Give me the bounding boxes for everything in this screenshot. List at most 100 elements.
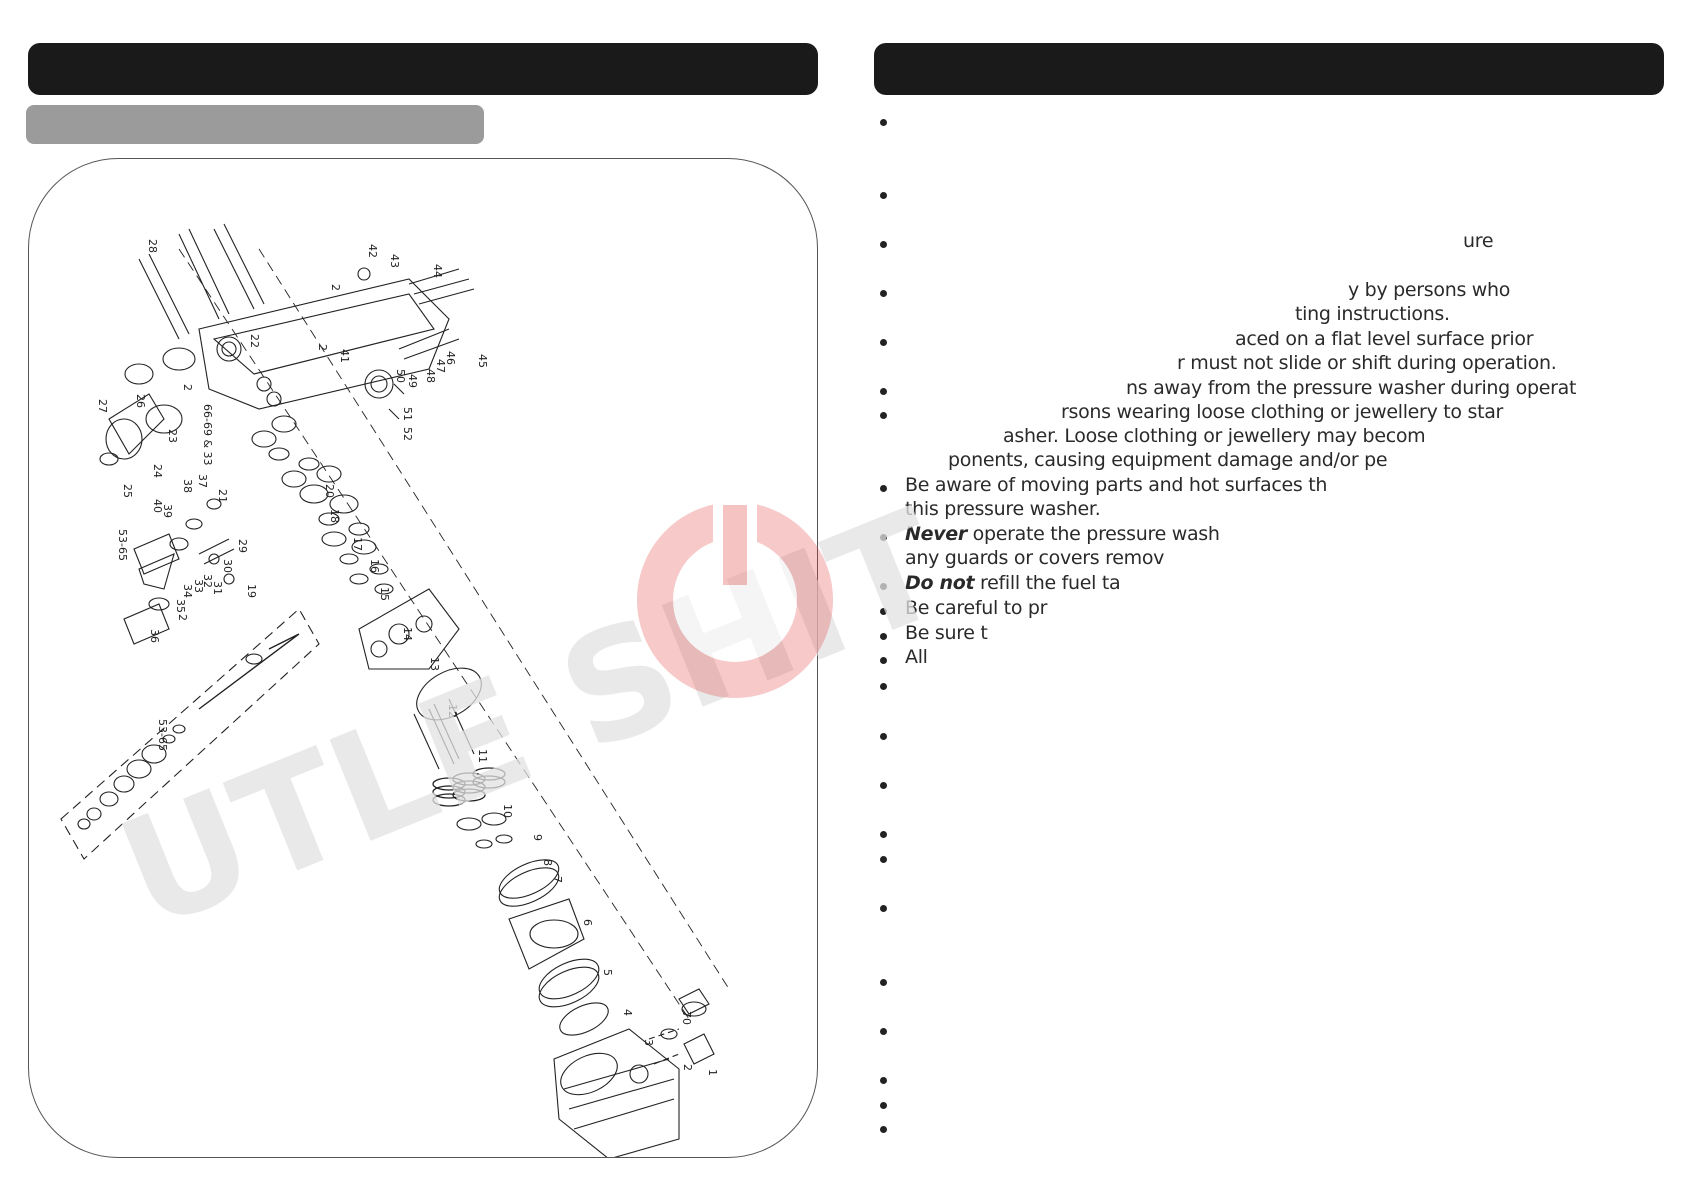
part-label-11: 11	[476, 749, 489, 763]
bullet	[880, 905, 887, 912]
bullet	[880, 534, 887, 541]
part-label-23: 23	[166, 429, 179, 443]
part-label-53-65-inset: 53-65	[156, 719, 169, 751]
part-label-29: 29	[236, 539, 249, 553]
text-line: aced on a flat level surface prior	[1235, 328, 1534, 350]
part-label-7: 7	[551, 876, 564, 883]
bullet	[880, 241, 887, 248]
text-line: ting instructions.	[1295, 303, 1450, 325]
part-label-51: 51	[401, 407, 414, 421]
bullet	[880, 782, 887, 789]
part-label-49: 49	[406, 374, 419, 388]
part-label-2-mid: 2	[316, 344, 329, 351]
bullet	[880, 1028, 887, 1035]
text-line: ns away from the pressure washer during …	[1126, 377, 1577, 399]
text-line: ure	[1463, 230, 1494, 252]
bullet	[880, 119, 887, 126]
text-line: this pressure washer.	[905, 498, 1101, 520]
text-line: asher. Loose clothing or jewellery may b…	[1003, 425, 1426, 447]
part-label-34: 34	[181, 584, 194, 598]
part-label-19: 19	[245, 584, 258, 598]
text-line: any guards or covers remov	[905, 547, 1165, 569]
part-label-66-69: 66-69 & 33	[201, 404, 214, 466]
bullet	[880, 608, 887, 615]
part-label-26: 26	[134, 394, 147, 408]
part-label-42: 42	[366, 244, 379, 258]
part-label-50: 50	[394, 369, 407, 383]
bullet	[880, 583, 887, 590]
text-line: rsons wearing loose clothing or jeweller…	[1061, 401, 1504, 423]
emphasis-do-not: Do not	[905, 572, 975, 594]
part-label-52: 52	[401, 427, 414, 441]
part-label-33: 33	[192, 579, 205, 593]
text-line-donot: Do not refill the fuel ta	[905, 572, 1121, 594]
bullet	[880, 831, 887, 838]
part-label-2-top: 2	[329, 284, 342, 291]
part-label-46: 46	[444, 351, 457, 365]
part-label-2-low: 2	[176, 614, 189, 621]
text-line: Be sure t	[905, 622, 988, 644]
part-label-22: 22	[248, 334, 261, 348]
bullet	[880, 412, 887, 419]
exploded-parts-diagram: 70 1 2 3 4 5 6 7 8 9 10 11 12 13 14 15 1…	[28, 158, 818, 1158]
part-label-2-left: 2	[181, 384, 194, 391]
bullet	[880, 979, 887, 986]
bullet	[880, 485, 887, 492]
part-label-10: 10	[501, 804, 514, 818]
bullet	[880, 1102, 887, 1109]
part-label-6: 6	[581, 919, 594, 926]
part-label-24: 24	[151, 464, 164, 478]
part-label-5: 5	[601, 969, 614, 976]
part-label-14: 14	[401, 627, 414, 641]
bullet	[880, 657, 887, 664]
part-label-13: 13	[428, 657, 441, 671]
part-label-47: 47	[434, 359, 447, 373]
left-header-bar	[28, 43, 818, 95]
part-label-35: 35	[174, 599, 187, 613]
part-label-8: 8	[541, 859, 554, 866]
part-label-43: 43	[388, 254, 401, 268]
part-label-30: 30	[221, 559, 234, 573]
bullet	[880, 192, 887, 199]
text-line: r must not slide or shift during operati…	[1177, 352, 1557, 374]
part-label-15: 15	[378, 587, 391, 601]
part-label-31: 31	[211, 581, 224, 595]
part-label-2: 2	[681, 1064, 694, 1071]
emphasis-never: Never	[905, 523, 967, 545]
text-donot-rest: refill the fuel ta	[974, 572, 1121, 594]
part-label-37: 37	[196, 474, 209, 488]
part-label-45: 45	[476, 354, 489, 368]
part-label-12: 12	[446, 704, 459, 718]
part-label-70: 70	[680, 1011, 693, 1025]
part-label-25: 25	[121, 484, 134, 498]
part-label-48: 48	[424, 369, 437, 383]
diagram-subheader-bar	[26, 105, 484, 144]
bullet	[880, 388, 887, 395]
bullet	[880, 290, 887, 297]
part-label-53-65: 53-65	[116, 529, 129, 561]
text-line: Be aware of moving parts and hot surface…	[905, 474, 1328, 496]
part-label-36: 36	[148, 629, 161, 643]
part-label-3: 3	[642, 1039, 655, 1046]
part-label-41: 41	[338, 349, 351, 363]
right-header-bar	[874, 43, 1664, 95]
text-line: y by persons who	[1348, 279, 1511, 301]
bullet	[880, 1126, 887, 1133]
part-label-18: 18	[328, 509, 341, 523]
part-label-39: 39	[161, 504, 174, 518]
part-label-20: 20	[323, 484, 336, 498]
part-label-17: 17	[351, 537, 364, 551]
part-label-28: 28	[146, 239, 159, 253]
bullet	[880, 856, 887, 863]
text-never-rest: operate the pressure wash	[966, 523, 1220, 545]
part-label-27: 27	[96, 399, 109, 413]
part-label-32: 32	[201, 574, 214, 588]
bullet	[880, 1077, 887, 1084]
part-label-40: 40	[151, 499, 164, 513]
part-label-21: 21	[216, 489, 229, 503]
pump-exploded-view: 70 1 2 3 4 5 6 7 8 9 10 11 12 13 14 15 1…	[60, 223, 730, 1157]
bullet	[880, 733, 887, 740]
text-line: All	[905, 646, 928, 668]
text-line-never: Never operate the pressure wash	[905, 523, 1220, 545]
